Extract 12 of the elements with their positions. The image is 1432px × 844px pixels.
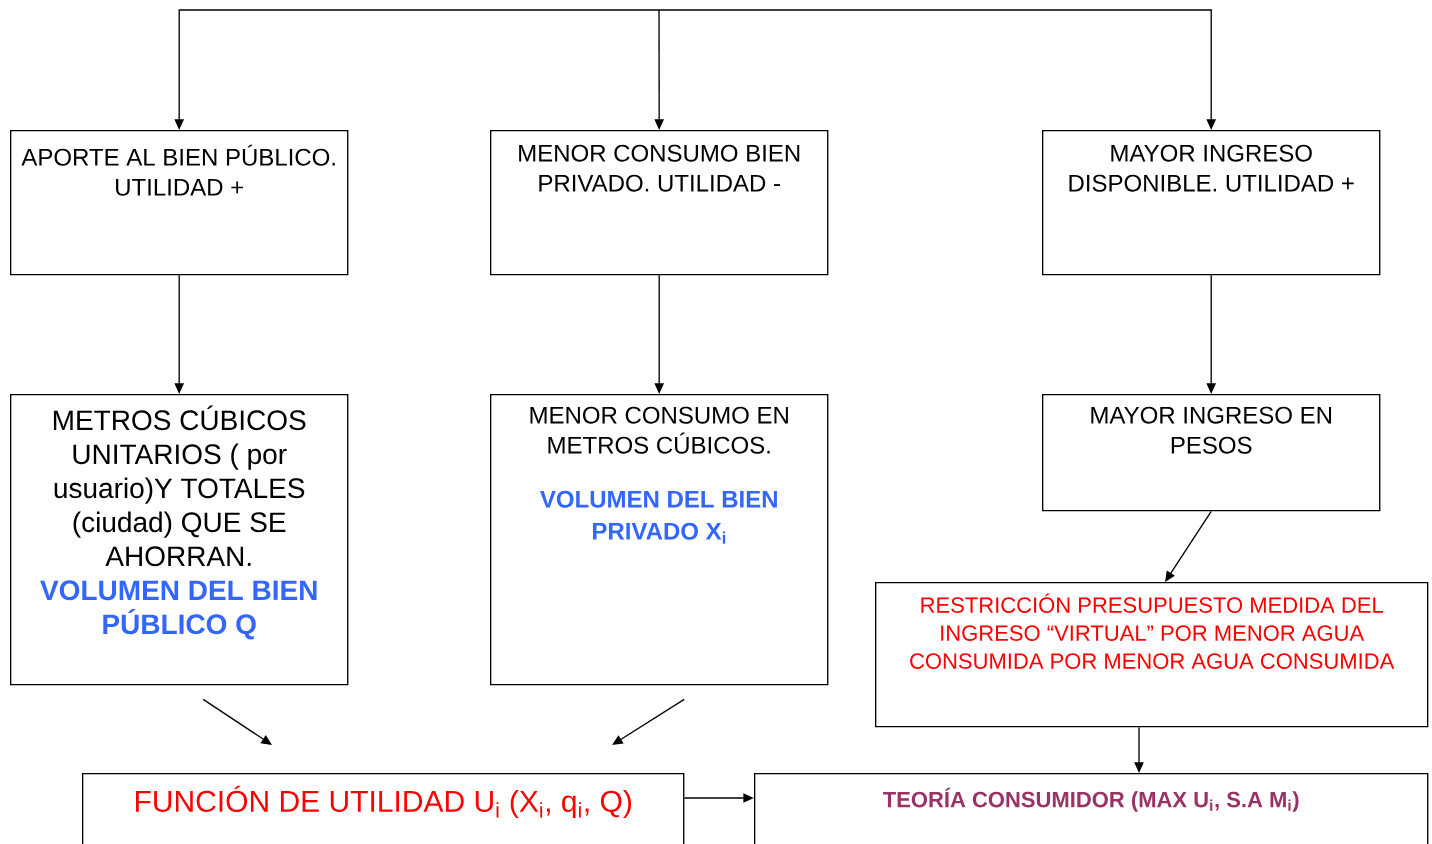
process-box: MAYOR INGRESO DISPONIBLE. UTILIDAD + <box>1042 130 1381 276</box>
process-box: APORTE AL BIEN PÚBLICO. UTILIDAD + <box>10 130 349 276</box>
process-box: METROS CÚBICOS UNITARIOS ( por usuario)Y TOTALES (ciudad) QUE SE AHORRAN. VOLUMEN DEL BIEN PÚBLICO Q <box>10 394 349 686</box>
process-box: MAYOR INGRESO EN PESOS <box>1042 394 1381 512</box>
process-box: MENOR CONSUMO BIEN PRIVADO. UTILIDAD - <box>490 130 829 276</box>
process-box: MENOR CONSUMO EN METROS CÚBICOS. VOLUMEN DEL BIEN PRIVADO X$_{i}$ <box>490 394 829 686</box>
process-box: TEORÍA CONSUMIDOR (MAX U$_{i}$, S.A M$_{i}$) <box>754 773 1429 844</box>
arrow <box>612 698 685 745</box>
arrow <box>202 698 272 745</box>
arrow <box>1165 510 1212 582</box>
process-box: RESTRICCIÓN PRESUPUESTO MEDIDA DEL INGRESO “VIRTUAL” POR MENOR AGUA CONSUMIDA POR MENOR AGUA CONSUMIDA <box>875 582 1429 728</box>
function-box: FUNCIÓN DE UTILIDAD U$_{i}$ (X$_{i}$, q$_{i}$, Q) <box>82 773 685 844</box>
